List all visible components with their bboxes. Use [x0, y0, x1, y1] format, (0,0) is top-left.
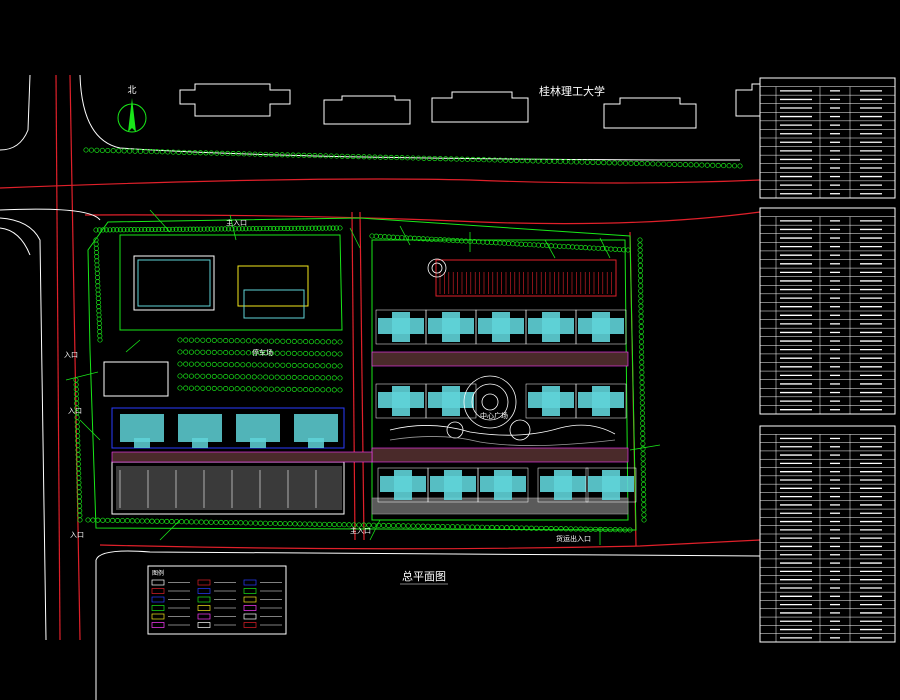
university-buildings [179, 83, 761, 129]
data-tables [759, 77, 896, 643]
drawing-title: 总平面图 [402, 569, 446, 583]
label-entrance-main: 主入口 [226, 218, 247, 227]
north-arrow-icon: 北 [117, 85, 147, 133]
west-unit-footprints [119, 414, 338, 508]
west-residential-blocks [111, 407, 345, 515]
main-unit-footprints [375, 309, 637, 503]
label-entrance-west-2: 入口 [68, 407, 82, 415]
label-entrance-south: 主入口 [350, 526, 371, 535]
legend-title: 图例 [152, 569, 164, 577]
label-entrance-sw: 入口 [70, 531, 84, 539]
red-hatch-area [439, 272, 612, 294]
road-kerbs [0, 74, 761, 700]
label-entrance-se: 货运出入口 [556, 534, 591, 543]
site-boundary [87, 217, 637, 531]
label-center-plaza: 中心广场 [480, 411, 508, 420]
paving-bands [111, 259, 629, 515]
nw-buildings [103, 255, 309, 397]
plan-labels: 入口 入口 入口 主入口 主入口 货运出入口 中心广场 停车场 [64, 218, 591, 543]
label-parking: 停车场 [252, 348, 273, 357]
tree-clusters [73, 147, 743, 533]
center-plaza [389, 258, 616, 446]
north-label: 北 [127, 85, 136, 96]
annotation-leaders [65, 209, 661, 545]
university-label: 桂林理工大学 [539, 84, 605, 98]
label-entrance-west-1: 入口 [64, 351, 78, 359]
legend: 图例 [147, 565, 287, 635]
